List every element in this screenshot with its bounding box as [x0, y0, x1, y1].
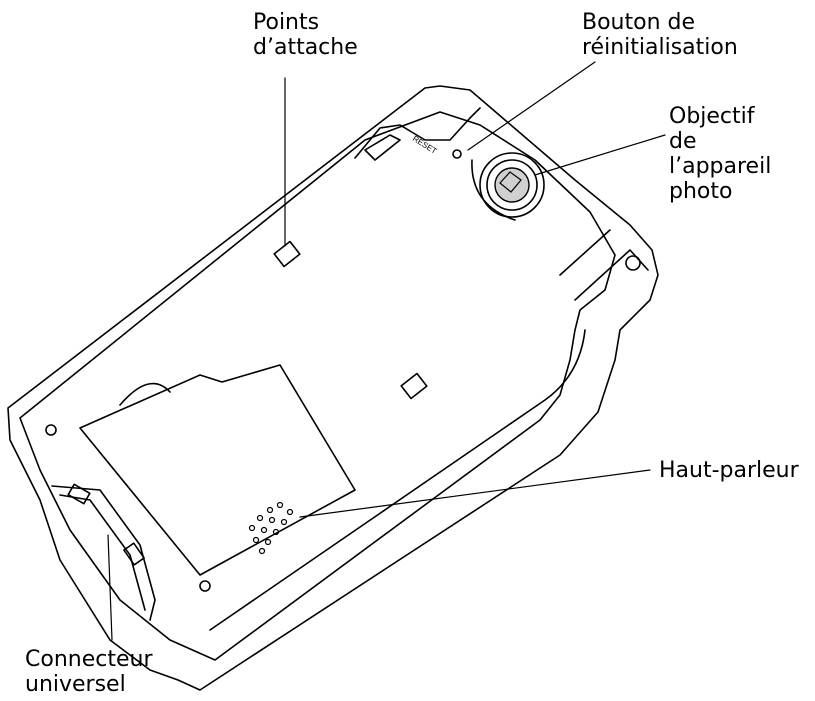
leader-connector [107, 534, 113, 641]
panel-seam [209, 329, 586, 631]
screw-hole-right [625, 255, 641, 271]
attachment-point-upper [273, 240, 301, 268]
device-outline [7, 85, 659, 691]
attachment-point-lower [400, 372, 428, 400]
reset-hole [452, 149, 462, 159]
screw-hole-bottom [199, 580, 211, 592]
label-attachment-points: Points d’attache [253, 10, 358, 60]
camera-lens-outer [479, 152, 545, 218]
reset-marking: RESET [411, 134, 438, 156]
back-panel-outline [19, 111, 616, 661]
label-reset-button: Bouton de réinitialisation [582, 10, 738, 60]
top-ridge [354, 107, 481, 159]
label-universal-connector: Connecteur universel [25, 647, 153, 697]
leader-reset [467, 61, 596, 151]
label-speaker: Haut-parleur [659, 458, 799, 483]
leader-speaker [299, 469, 651, 518]
screw-hole-left [45, 424, 57, 436]
compartment-cover [79, 364, 356, 576]
leader-camera [534, 134, 666, 176]
camera-lens-ring [486, 159, 538, 211]
speaker-holes [248, 501, 294, 555]
label-camera-lens: Objectif de l’appareil photo [669, 104, 772, 204]
connector-edge [51, 485, 156, 621]
